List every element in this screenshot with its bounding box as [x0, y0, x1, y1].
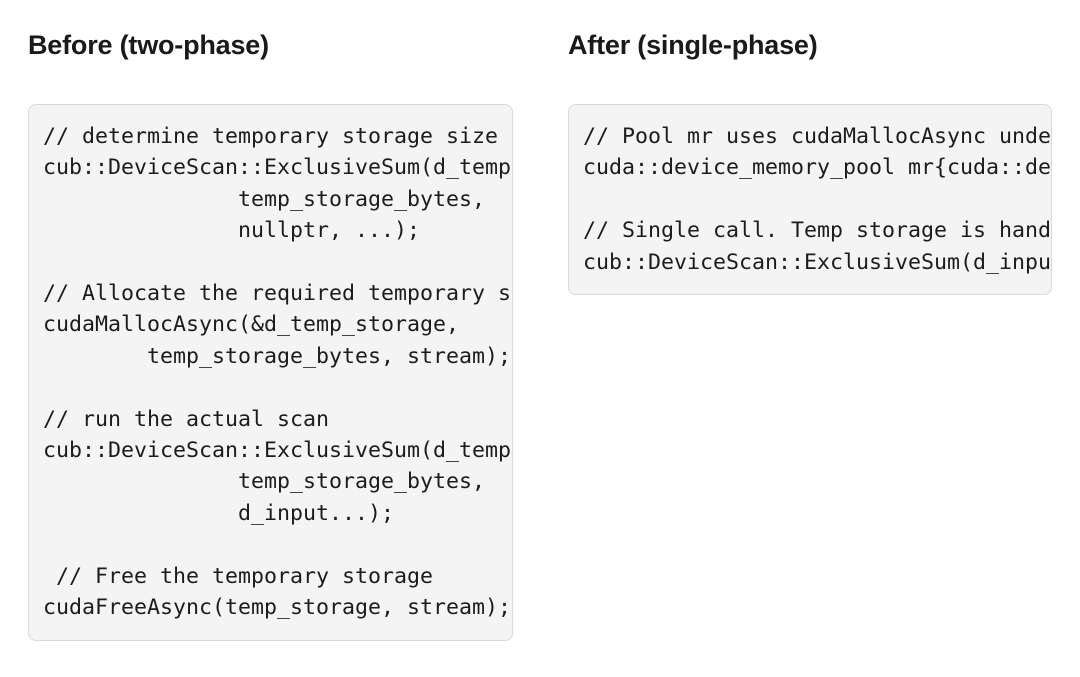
before-code: // determine temporary storage size cub:…	[43, 124, 512, 621]
after-code-block: // Pool mr uses cudaMallocAsync unde cud…	[568, 104, 1052, 296]
before-heading: Before (two-phase)	[28, 30, 269, 60]
after-panel: After (single-phase) // Pool mr uses cud…	[568, 28, 1052, 296]
before-panel: Before (two-phase) // determine temporar…	[28, 28, 513, 641]
after-code: // Pool mr uses cudaMallocAsync unde cud…	[583, 124, 1052, 275]
before-code-block: // determine temporary storage size cub:…	[28, 104, 513, 641]
after-heading: After (single-phase)	[568, 30, 818, 60]
